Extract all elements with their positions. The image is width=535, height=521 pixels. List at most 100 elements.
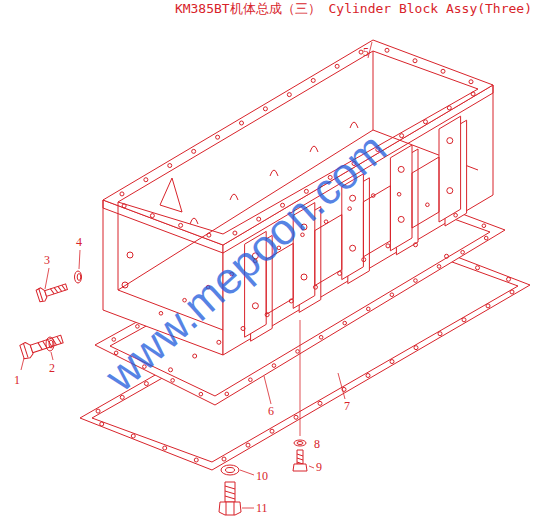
callout-number: 2 [49, 362, 55, 374]
hole [343, 321, 347, 325]
washer [46, 337, 54, 351]
hole [348, 207, 352, 211]
hole [272, 364, 276, 368]
bolt-holes [96, 48, 514, 462]
hole [400, 134, 404, 138]
hole [233, 231, 237, 235]
hole [366, 374, 370, 378]
hole [301, 274, 307, 280]
hole [179, 223, 183, 227]
hole [462, 318, 466, 322]
hole [441, 69, 445, 73]
hole [414, 346, 418, 350]
hole [366, 307, 370, 311]
callout-number: 3 [44, 254, 50, 266]
hole [390, 360, 394, 364]
hole [222, 457, 226, 461]
hole [390, 293, 394, 297]
hole [471, 92, 475, 96]
hole [447, 106, 451, 110]
hole [350, 245, 356, 251]
callout-number: 7 [344, 400, 350, 412]
callout-number: 4 [76, 236, 82, 248]
callout-number: 10 [256, 470, 268, 482]
hole [371, 194, 375, 198]
hole [319, 335, 323, 339]
hole [217, 340, 221, 344]
callout-number: 8 [314, 438, 320, 450]
hole [359, 50, 363, 54]
hole [265, 313, 269, 317]
hole [397, 192, 401, 196]
hole [207, 233, 211, 237]
hole [438, 332, 442, 336]
hole [386, 244, 390, 248]
hole [252, 303, 258, 309]
hole [270, 429, 274, 433]
hole [335, 64, 339, 68]
hole [294, 415, 298, 419]
hole [447, 138, 453, 144]
hole [423, 120, 427, 124]
hole [507, 277, 511, 281]
hole [240, 121, 244, 125]
bolt [293, 450, 307, 471]
hole [413, 59, 417, 63]
hole [385, 48, 389, 52]
rib [439, 116, 461, 222]
hole [100, 422, 104, 426]
hole [112, 338, 116, 342]
callout-number: 9 [316, 461, 322, 473]
hole [414, 243, 418, 247]
hole [194, 458, 198, 462]
hole [225, 392, 229, 396]
hole [445, 254, 449, 258]
hole [169, 368, 173, 372]
hole [311, 78, 315, 82]
hole [216, 135, 220, 139]
hole [120, 192, 124, 196]
hole [122, 204, 126, 208]
callout-number: 1 [14, 374, 20, 386]
hole [476, 266, 480, 270]
hole [362, 258, 366, 262]
hole [469, 80, 473, 84]
hole [454, 213, 458, 217]
bolt [20, 331, 65, 359]
callout-number: 11 [256, 502, 268, 514]
callout-number: 6 [268, 405, 274, 417]
washer [75, 271, 82, 283]
washer [221, 465, 239, 475]
hole [289, 299, 293, 303]
hole [171, 379, 175, 383]
inner-wall [373, 51, 374, 130]
hole [127, 252, 133, 258]
hole [193, 354, 197, 358]
hole [263, 107, 267, 111]
hole [398, 216, 404, 222]
hole [437, 265, 441, 269]
hole [318, 401, 322, 405]
hole [482, 224, 486, 228]
hole [150, 214, 154, 218]
hole [461, 250, 465, 254]
hole [296, 350, 300, 354]
rib [390, 145, 412, 251]
hole [192, 149, 196, 153]
hole [246, 443, 250, 447]
hole [313, 285, 317, 289]
hole [122, 282, 128, 288]
hole [144, 178, 148, 182]
hole [486, 304, 490, 308]
diagram-title: KM385BT机体总成（三） Cylinder Block Assy(Three… [175, 1, 532, 16]
hole [338, 271, 342, 275]
hole [199, 392, 203, 396]
hole [426, 203, 430, 207]
panel [363, 186, 390, 257]
bolt [36, 280, 69, 303]
hole [447, 188, 453, 194]
hole [241, 327, 245, 331]
hole [96, 409, 100, 413]
hole [287, 93, 291, 97]
